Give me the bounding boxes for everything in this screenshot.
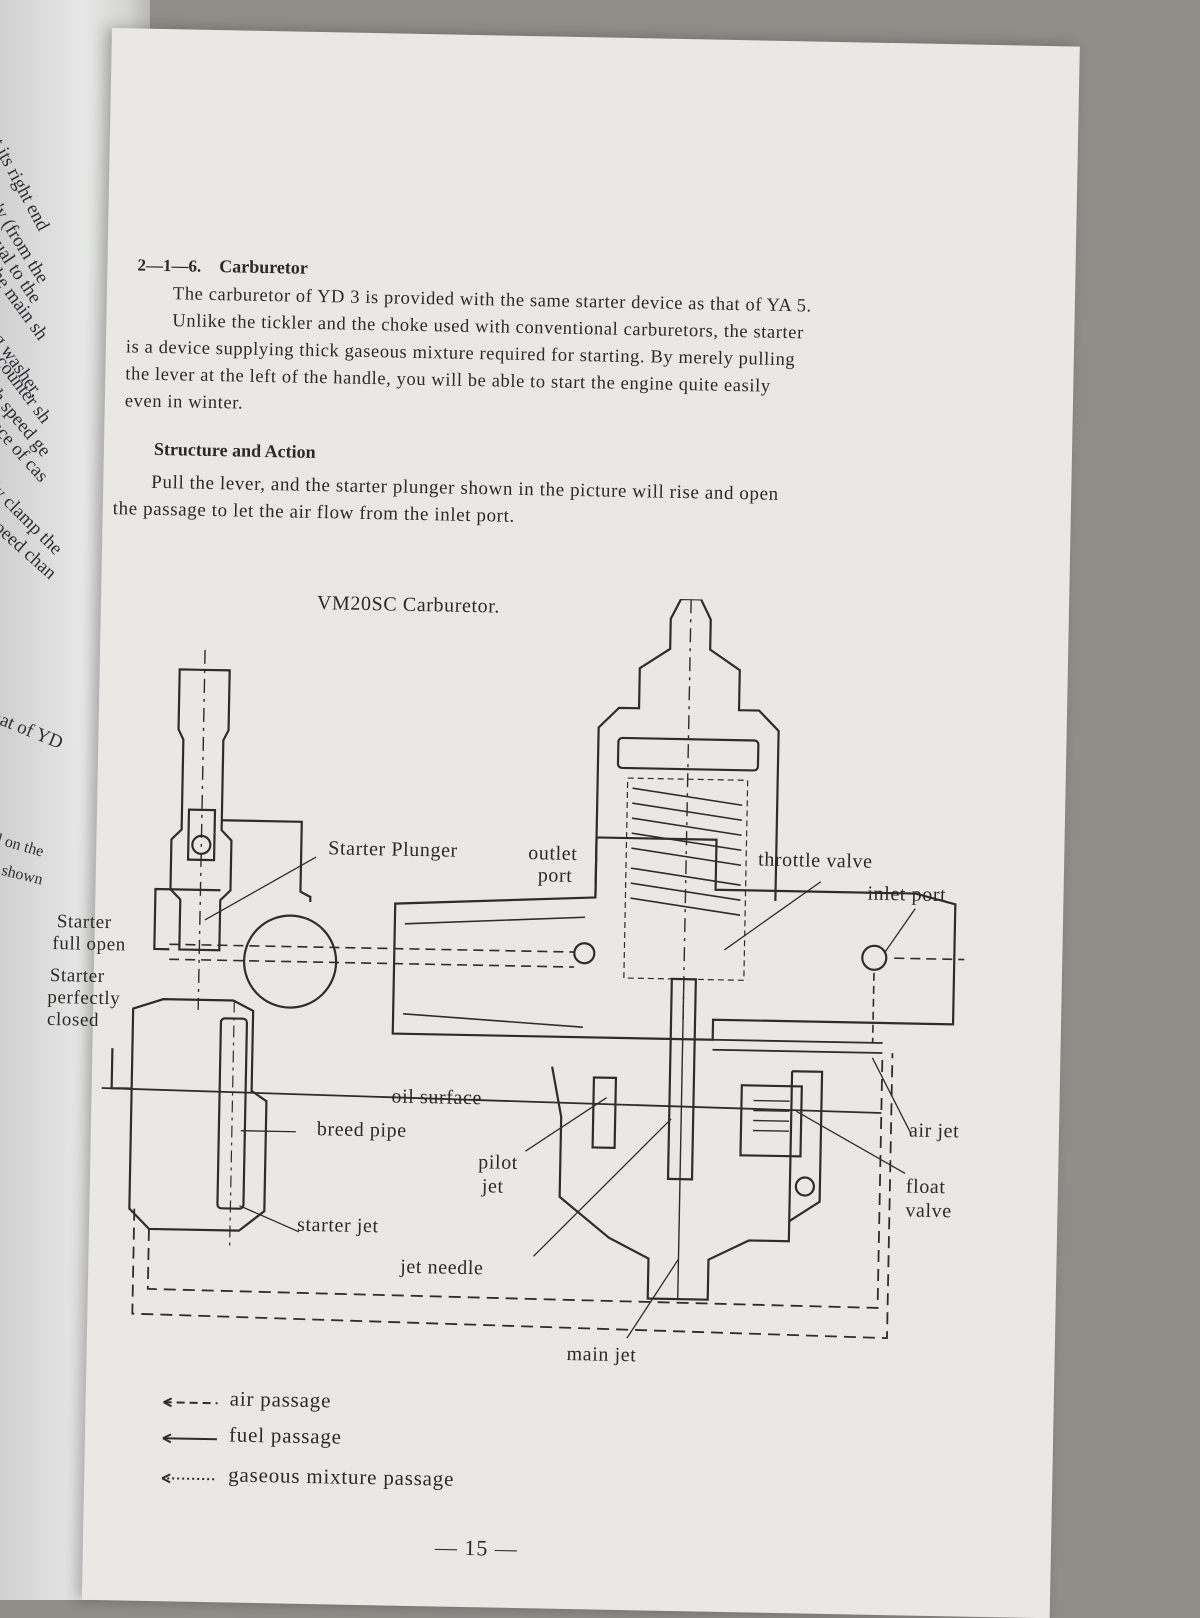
label-starter-closed: Starter <box>49 964 105 988</box>
dashed-arrow-icon <box>163 1397 218 1408</box>
label-pilot-jet: jet <box>481 1175 504 1198</box>
label-air-jet: air jet <box>908 1119 960 1143</box>
carburetor-diagram <box>101 597 965 1340</box>
label-starter-jet: starter jet <box>296 1213 379 1238</box>
section-title: Carburetor <box>219 256 309 278</box>
legend-fuel-row: fuel passage <box>160 1421 342 1461</box>
oil-surface-line <box>101 1087 882 1114</box>
page-number: — 15 — <box>434 1534 519 1562</box>
section-number: 2—1—6. <box>137 255 202 276</box>
legend-fuel-label: fuel passage <box>228 1422 343 1449</box>
label-outlet-port: outlet <box>528 842 578 866</box>
left-page-text: hat of YD <box>0 706 66 754</box>
throttle-spring <box>630 787 743 917</box>
label-oil-surface: oil surface <box>391 1085 483 1110</box>
label-breed-pipe: breed pipe <box>316 1118 407 1142</box>
section-header: 2—1—6. Carburetor <box>137 255 308 279</box>
label-starter-closed: closed <box>46 1008 100 1031</box>
legend-mixture-row: gaseous mixture passage <box>160 1461 454 1497</box>
subheading: Structure and Action <box>153 438 316 462</box>
label-pilot-jet: pilot <box>478 1151 519 1175</box>
label-float-valve: valve <box>905 1199 952 1223</box>
label-starter-full-open: Starter <box>56 911 112 934</box>
label-main-jet: main jet <box>566 1342 637 1367</box>
label-inlet-port: inlet port <box>867 882 947 907</box>
legend: air passage fuel passage gaseous mixture… <box>160 1385 454 1497</box>
left-page-text: d on the <box>0 830 46 861</box>
legend-air-row: air passage <box>161 1385 331 1421</box>
legend-air-label: air passage <box>229 1386 332 1413</box>
air-passage-loop <box>146 1057 884 1309</box>
dotted-arrow-icon <box>161 1473 217 1484</box>
legend-mixture-label: gaseous mixture passage <box>228 1462 455 1491</box>
label-starter-plunger: Starter Plunger <box>328 837 459 862</box>
label-float-valve: float <box>905 1175 946 1199</box>
left-page-text: shown <box>0 862 45 889</box>
float-bowl-main <box>551 1066 794 1301</box>
inlet-port-circle <box>861 944 888 971</box>
label-starter-closed: perfectly <box>47 986 121 1010</box>
float-chamber-left <box>128 998 268 1232</box>
intro-paragraph: The carburetor of YD 3 is provided with … <box>125 280 917 430</box>
label-outlet-port: port <box>537 864 573 887</box>
label-throttle-valve: throttle valve <box>757 848 873 873</box>
label-jet-needle: jet needle <box>400 1255 484 1280</box>
solid-arrow-icon <box>162 1433 217 1444</box>
action-paragraph: Pull the lever, and the starter plunger … <box>113 468 934 538</box>
manual-page: 2—1—6. Carburetor The carburetor of YD 3… <box>47 28 1080 1618</box>
label-starter-full-open: full open <box>52 933 127 956</box>
